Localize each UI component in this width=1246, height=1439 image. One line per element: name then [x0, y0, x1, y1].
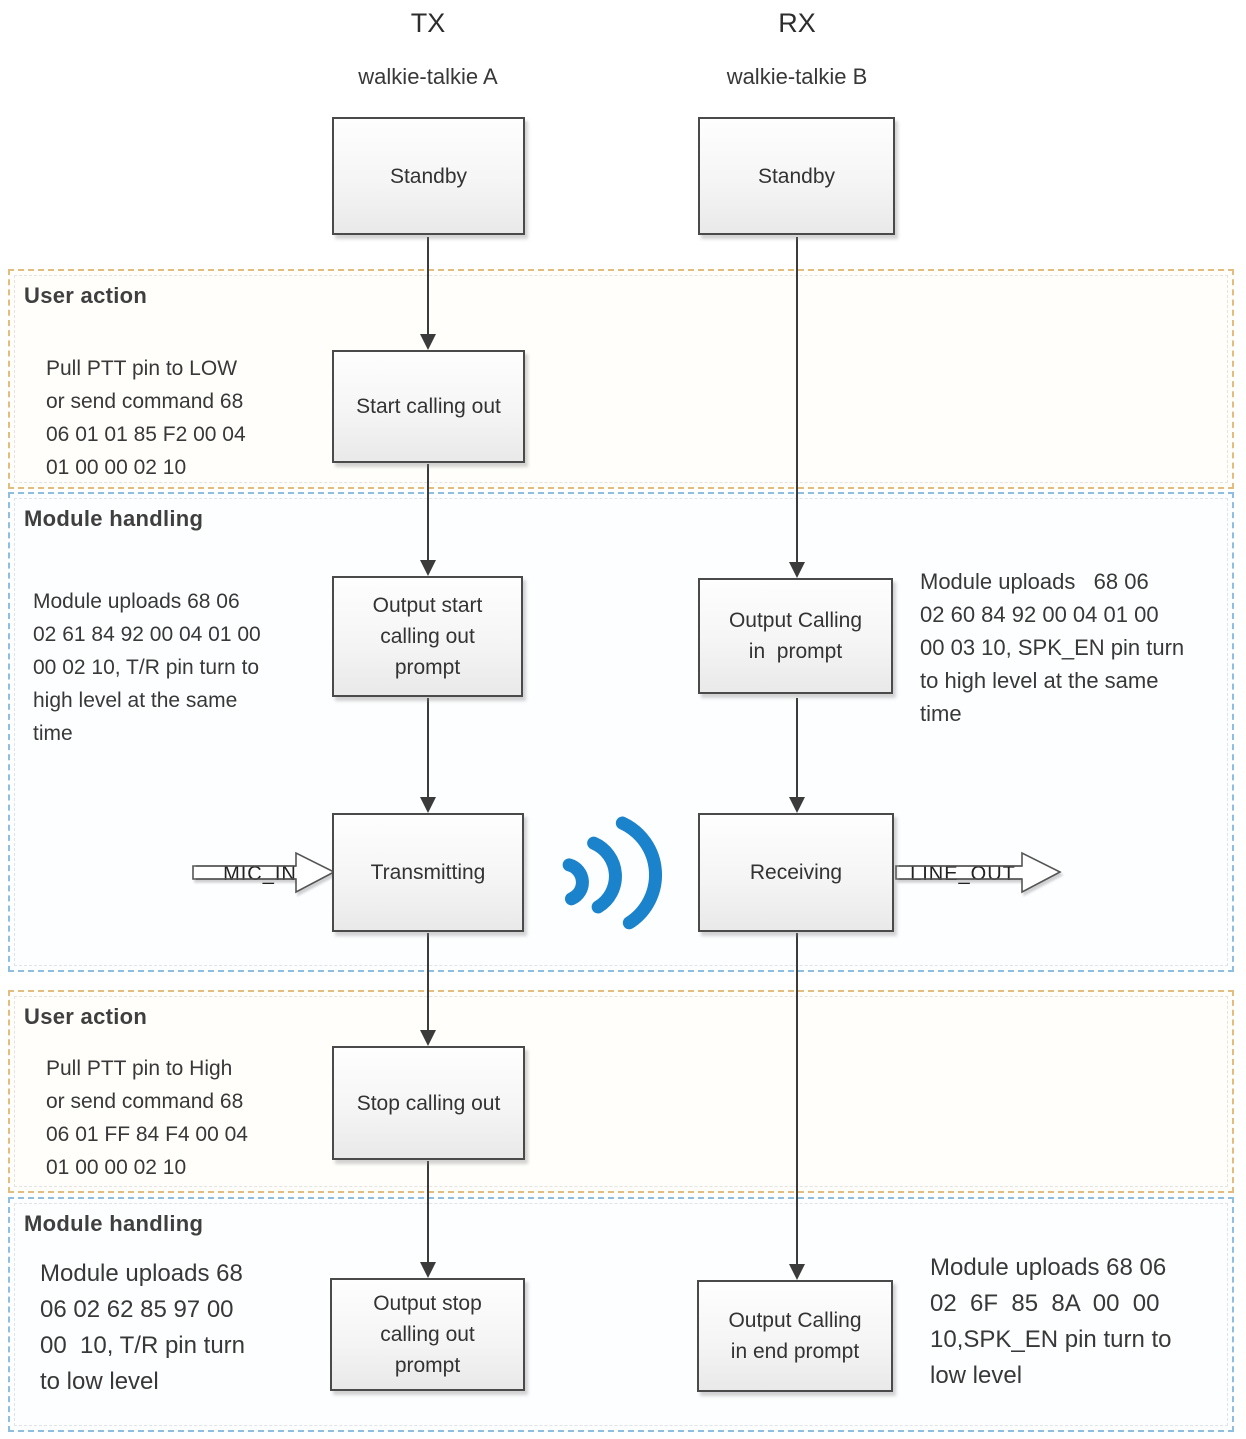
band-label-user-action-1: User action [24, 283, 148, 308]
box-output-start-calling-out-prompt: Output start calling out prompt [332, 576, 523, 697]
box-output-calling-in-end-prompt: Output Calling in end prompt [697, 1280, 893, 1392]
arrowhead [789, 1264, 805, 1280]
band-module-handling-2: Module handling [8, 1197, 1234, 1432]
annotation-tx-module-handling-2: Module uploads 68 06 02 62 85 97 00 00 1… [40, 1260, 246, 1395]
box-receiving: Receiving [698, 813, 894, 932]
arrowhead [420, 334, 436, 350]
band-module-handling-1: Module handling [8, 492, 1234, 972]
signal-wave-large [615, 816, 662, 930]
box-output-calling-in-prompt: Output Calling in prompt [698, 578, 893, 694]
rx-flow-arrows [789, 237, 805, 1280]
band-label-module-handling-1: Module handling [24, 506, 204, 531]
arrowhead [420, 797, 436, 813]
box-output-stop-calling-out-prompt: Output stop calling out prompt [330, 1278, 525, 1391]
rx-column-header: RX [778, 8, 816, 38]
box-stop-calling-out: Stop calling out [332, 1046, 525, 1160]
annotation-rx-module-handling-2: Module uploads 68 06 02 6F 85 8A 00 00 1… [930, 1254, 1172, 1389]
tx-column-subheader: walkie-talkie A [358, 64, 498, 89]
mic-in-block-arrow: MIC_IN [192, 851, 336, 894]
arrowhead [789, 797, 805, 813]
arrowhead [420, 1030, 436, 1046]
box-standby-b: Standby [698, 117, 895, 235]
tx-column-header: TX [410, 8, 446, 38]
arrowhead [420, 560, 436, 576]
signal-wave-small [562, 858, 589, 906]
signal-wave-medium [587, 836, 622, 914]
band-user-action-2: User action [8, 990, 1234, 1193]
band-label-module-handling-2: Module handling [24, 1211, 204, 1236]
annotation-tx-user-action-2: Pull PTT pin to High or send command 68 … [46, 1057, 248, 1179]
line-out-block-arrow: LINE_OUT [895, 851, 1062, 894]
annotation-tx-user-action-1: Pull PTT pin to LOW or send command 68 0… [46, 357, 246, 479]
box-transmitting: Transmitting [332, 813, 524, 932]
band-user-action-1: User action [8, 269, 1234, 489]
box-start-calling-out: Start calling out [332, 350, 525, 463]
box-standby-a: Standby [332, 117, 525, 235]
annotation-tx-module-handling-1: Module uploads 68 06 02 61 84 92 00 04 0… [33, 590, 261, 745]
arrowhead [420, 1262, 436, 1278]
arrowhead [789, 562, 805, 578]
band-label-user-action-2: User action [24, 1004, 148, 1029]
tx-flow-arrows [420, 237, 436, 1278]
annotation-rx-module-handling-1: Module uploads 68 06 02 60 84 92 00 04 0… [920, 569, 1185, 726]
rx-column-subheader: walkie-talkie B [726, 64, 868, 89]
signal-waves-icon [562, 816, 662, 930]
